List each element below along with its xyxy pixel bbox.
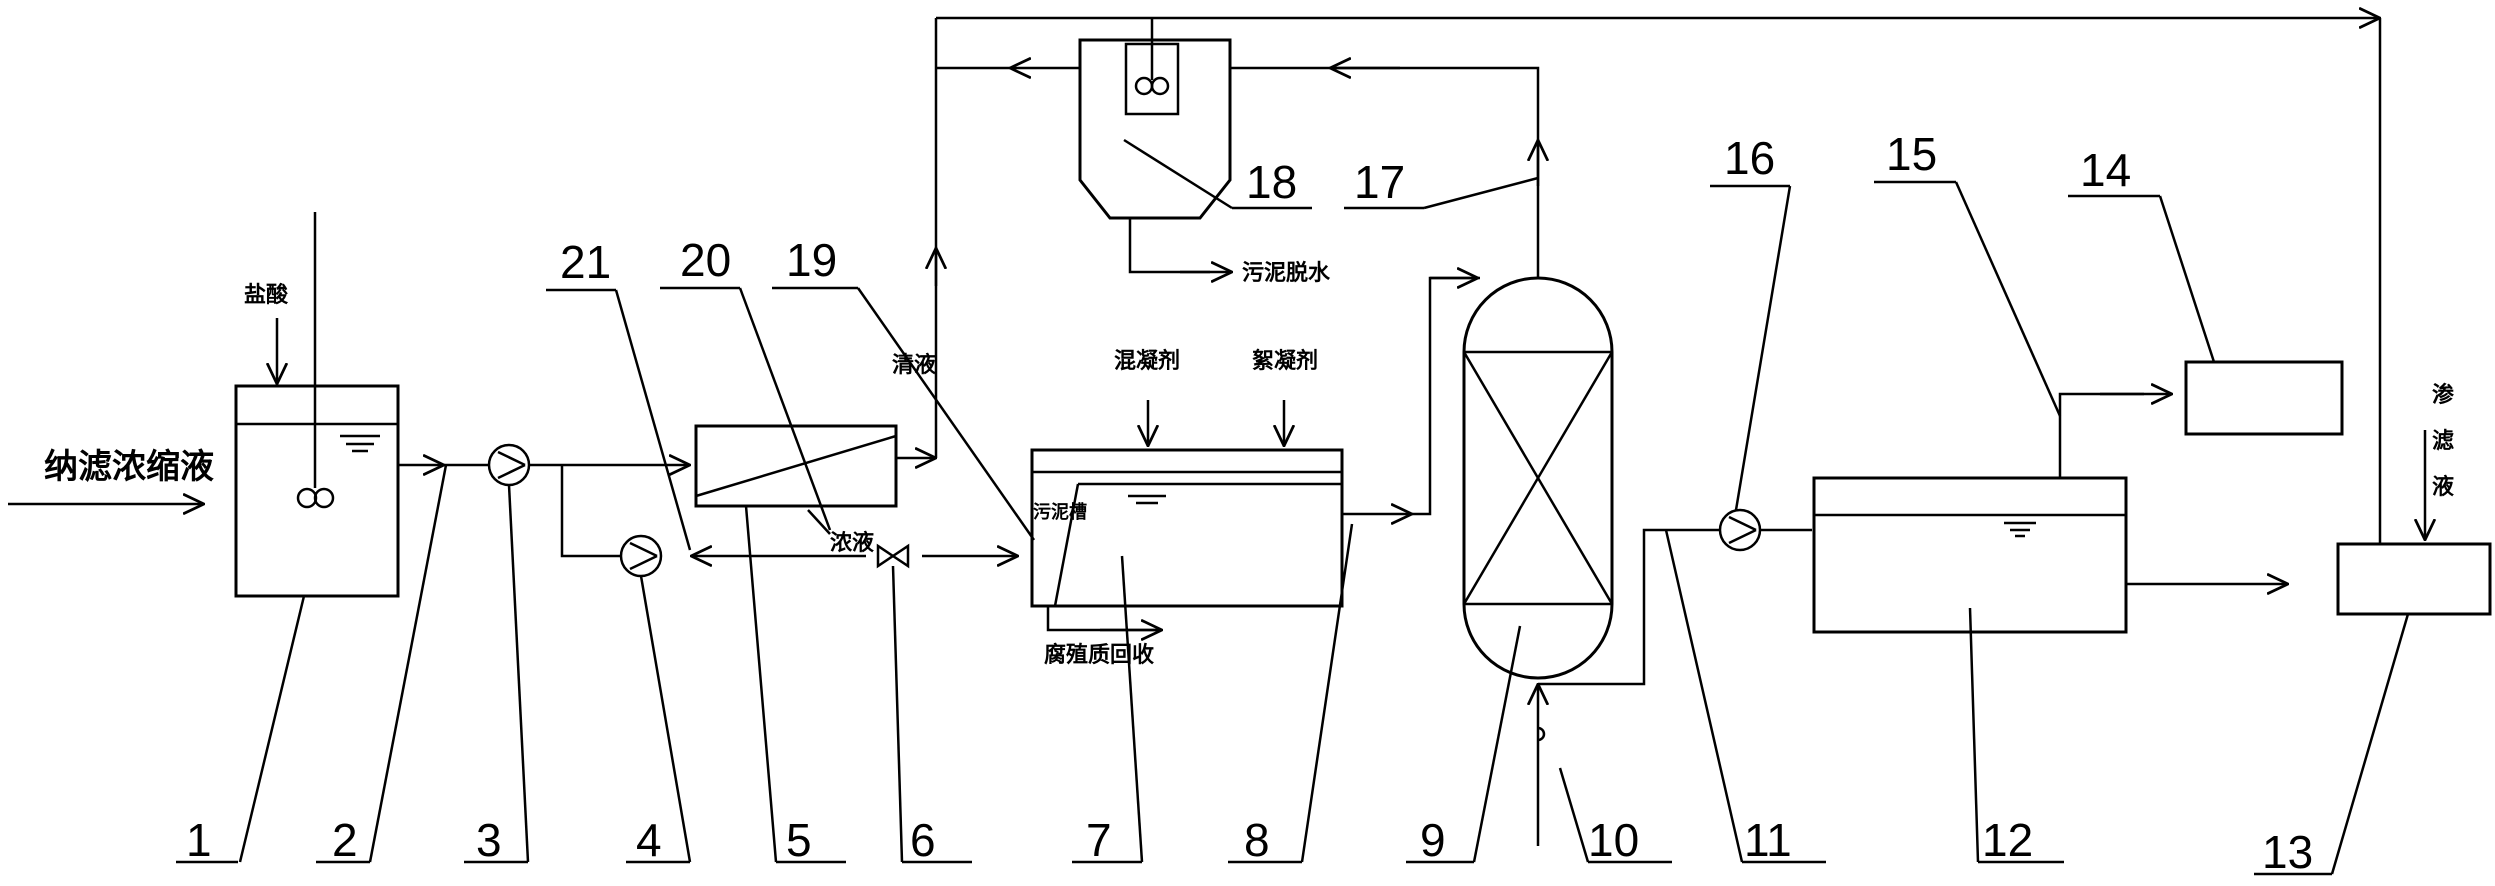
callout-21: 21 [560,236,611,288]
return-to-thickener [1156,66,1540,140]
leachate-label-char-1: 渗 [2432,382,2455,408]
callout-6: 6 [910,814,936,866]
callout-9: 9 [1420,814,1446,866]
callout-10: 10 [1588,814,1639,866]
callout-18: 18 [1246,156,1297,208]
callout-5: 5 [786,814,812,866]
control-valve [876,543,910,569]
humic-recovery-line [1046,606,1160,632]
acidification-tank [234,212,400,598]
sludge-dewatering-line [1128,218,1210,274]
coagulant-label: 混凝剂 [1114,348,1180,374]
callout-17: 17 [1354,156,1405,208]
callout-7: 7 [1086,814,1112,866]
callout-16: 16 [1724,132,1775,184]
callout-1: 1 [186,814,212,866]
circulation-pump [619,534,663,578]
callout-12: 12 [1982,814,2033,866]
sludge-dewatering-label: 污泥脱水 [1242,261,1331,286]
feed-label: 纳滤浓缩液 [44,447,214,487]
callout-4: 4 [636,814,662,866]
leachate-label-char-3: 液 [2432,474,2454,500]
pipe-to-circ-pump [560,465,621,558]
callout-20: 20 [680,234,731,286]
callout-14: 14 [2080,144,2131,196]
bottom-inlet-valve-icon [1537,726,1546,742]
clear-liquid-label: 清液 [892,352,936,378]
humic-recovery-label: 腐殖质回收 [1044,642,1154,668]
callouts: 1 2 3 4 5 6 7 8 9 10 [176,128,2410,878]
callout-15: 15 [1886,128,1937,180]
leachate-label: 渗 滤 液 [2432,382,2455,500]
pipe-to-unit-14 [2058,392,2144,478]
coagulation-tank [1030,448,1344,608]
feed-pump [487,443,531,487]
hcl-label: 盐酸 [244,283,289,308]
callout-11: 11 [1744,814,1792,866]
flocculant-label: 絮凝剂 [1252,348,1318,374]
storage-tank [1812,476,2128,634]
leachate-label-char-2: 滤 [2432,429,2454,454]
callout-13: 13 [2262,826,2313,878]
transfer-pump [1718,508,1762,552]
unit-14 [2184,360,2344,436]
leachate-tank [2336,542,2492,616]
concentrate-label: 浓液 [830,530,874,556]
sludge-tank-label: 污泥槽 [1033,501,1087,523]
reactor-column [1462,276,1614,680]
callout-2: 2 [332,814,358,866]
callout-8: 8 [1244,814,1270,866]
pipe-to-pump-16 [1538,528,1720,686]
sludge-thickener [1078,18,1232,220]
callout-19: 19 [786,234,837,286]
callout-3: 3 [476,814,502,866]
